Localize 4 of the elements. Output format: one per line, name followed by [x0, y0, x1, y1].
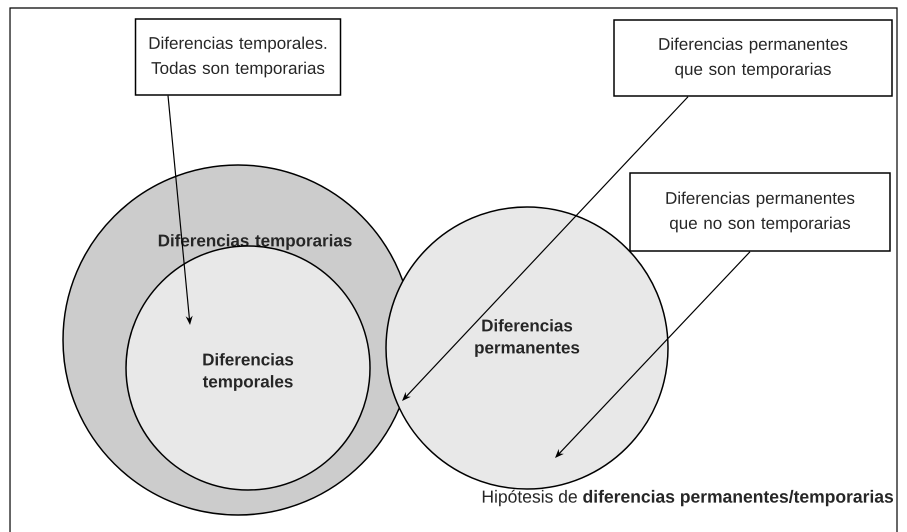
text-box: Diferencias temporales. Todas son temporarias — [134, 18, 342, 96]
text-box: Diferencias permanentes que no son temporarias — [629, 172, 891, 252]
caption: Hipótesis de diferencias permanentes/temporarias — [482, 490, 894, 506]
text-box: Diferencias permanentes que son temporarias — [613, 19, 893, 97]
